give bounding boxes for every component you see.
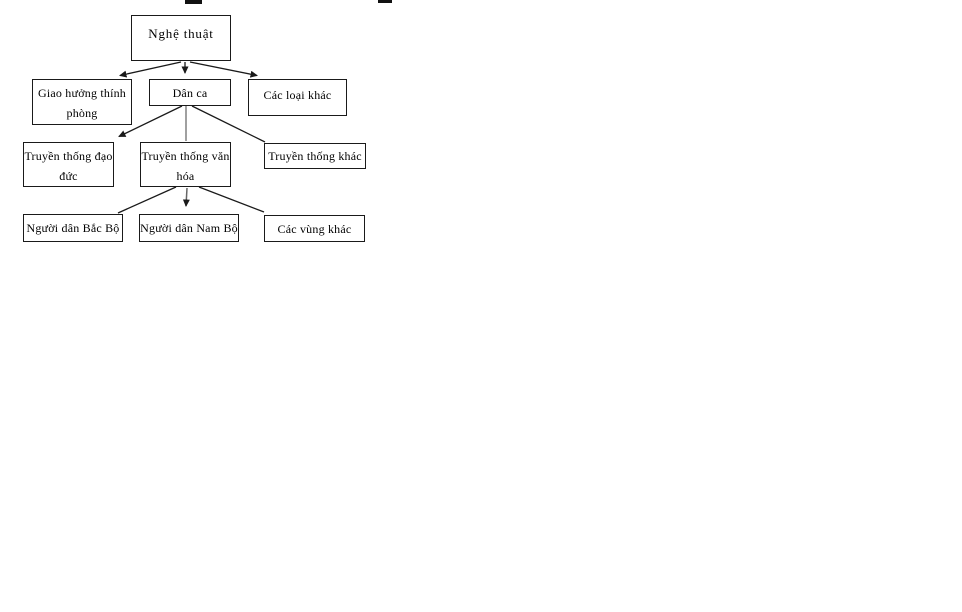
edge-nghe-thuat-to-giao-huong xyxy=(119,61,182,78)
node-label-line2: phòng xyxy=(66,106,98,120)
node-label: Người dân Nam Bộ xyxy=(140,221,238,235)
node-truyen-thong-khac: Truyền thống khác xyxy=(264,143,366,169)
cropped-text-fragment-left xyxy=(185,0,202,4)
node-truyen-thong-dao-duc: Truyền thống đạo đức xyxy=(23,142,114,187)
edge-van-hoa-to-nam-bo xyxy=(182,187,190,207)
node-label: Các loại khác xyxy=(263,88,332,102)
node-label-line1: Truyền thống văn xyxy=(141,149,230,163)
node-giao-huong-thinh-phong: Giao hưởng thính phòng xyxy=(32,79,132,125)
node-cac-vung-khac: Các vùng khác xyxy=(264,215,365,242)
node-label: Các vùng khác xyxy=(277,221,352,236)
edge-nghe-thuat-to-cac-loai xyxy=(189,61,258,78)
node-label-line2: hóa xyxy=(176,169,195,183)
node-cac-loai-khac: Các loại khác xyxy=(248,79,347,116)
node-label-line2: đức xyxy=(59,169,78,183)
node-label: Nghệ thuật xyxy=(148,26,214,41)
node-label-line1: Truyền thống đạo xyxy=(24,149,113,163)
node-label: Truyền thống khác xyxy=(268,149,362,163)
node-label: Dân ca xyxy=(172,85,208,100)
edge-van-hoa-to-bac-bo xyxy=(117,186,177,214)
node-dan-ca: Dân ca xyxy=(149,79,231,106)
node-nguoi-dan-bac-bo: Người dân Bắc Bộ xyxy=(23,214,123,242)
node-truyen-thong-van-hoa: Truyền thống văn hóa xyxy=(140,142,231,187)
edge-van-hoa-to-cac-vung xyxy=(198,186,265,213)
node-label-line1: Giao hưởng thính xyxy=(37,86,127,100)
node-label: Người dân Bắc Bộ xyxy=(26,221,120,235)
node-nguoi-dan-nam-bo: Người dân Nam Bộ xyxy=(139,214,239,242)
cropped-text-fragment-right xyxy=(378,0,392,3)
node-nghe-thuat: Nghệ thuật xyxy=(131,15,231,61)
